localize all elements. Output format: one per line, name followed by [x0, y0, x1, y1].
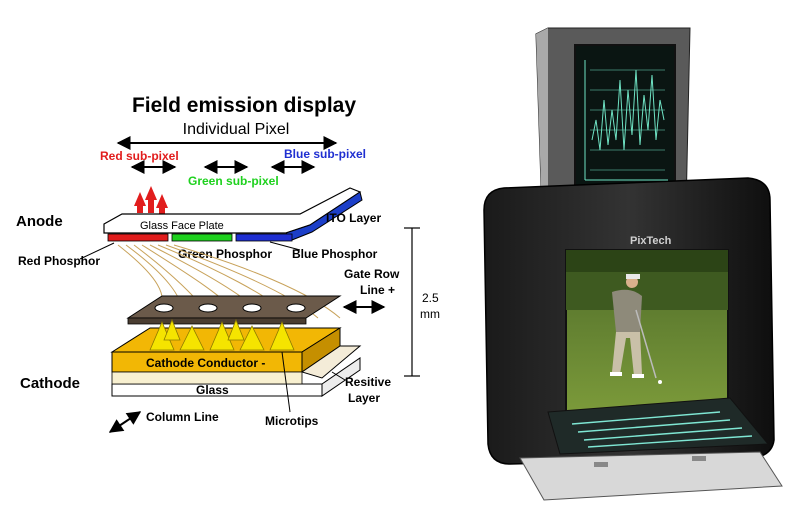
resistive-layer-label-1: Resitive: [345, 375, 391, 389]
red-phosphor-strip: [108, 234, 168, 241]
individual-pixel-label: Individual Pixel: [183, 121, 290, 138]
keyboard-base: [520, 452, 782, 500]
small-display-screen: [575, 45, 675, 195]
green-phosphor-label: Green Phosphor: [178, 247, 272, 261]
fed-diagram: Field emission display Individual Pixel …: [16, 94, 440, 432]
microtips-label: Microtips: [265, 414, 319, 428]
blue-subpixel-label: Blue sub-pixel: [284, 147, 366, 161]
cathode-conductor-label: Cathode Conductor -: [146, 356, 265, 370]
green-phosphor-strip: [172, 234, 232, 241]
blue-phosphor-label: Blue Phosphor: [292, 247, 378, 261]
glass-face-plate-label: Glass Face Plate: [140, 220, 224, 232]
anode-label: Anode: [16, 213, 63, 230]
pixtech-device-photo: PixTech: [484, 28, 782, 500]
gate-row-label-2: Line +: [360, 283, 395, 297]
keyboard-latch-left: [594, 462, 608, 467]
blue-phosphor-strip: [236, 234, 292, 241]
green-subpixel-label: Green sub-pixel: [188, 174, 279, 188]
resistive-layer-label-2: Layer: [348, 391, 380, 405]
red-light-rays-icon: [134, 186, 168, 214]
gate-plate-front: [128, 318, 306, 324]
column-line-label: Column Line: [146, 410, 219, 424]
blue-phosphor-leader: [270, 242, 300, 250]
keyboard-latch-right: [692, 456, 706, 461]
red-phosphor-label: Red Phosphor: [18, 254, 100, 268]
ito-layer-label: ITO Layer: [326, 211, 381, 225]
red-subpixel-label: Red sub-pixel: [100, 149, 179, 163]
diagram-title: Field emission display: [132, 94, 356, 117]
gate-row-label-1: Gate Row: [344, 267, 400, 281]
column-line-arrow: [110, 412, 140, 432]
cathode-label: Cathode: [20, 375, 80, 392]
spacing-unit-label: mm: [420, 307, 440, 321]
brand-label: PixTech: [630, 235, 672, 247]
main-display-screen: [566, 250, 728, 412]
spacing-value-label: 2.5: [422, 291, 439, 305]
glass-label: Glass: [196, 383, 229, 397]
